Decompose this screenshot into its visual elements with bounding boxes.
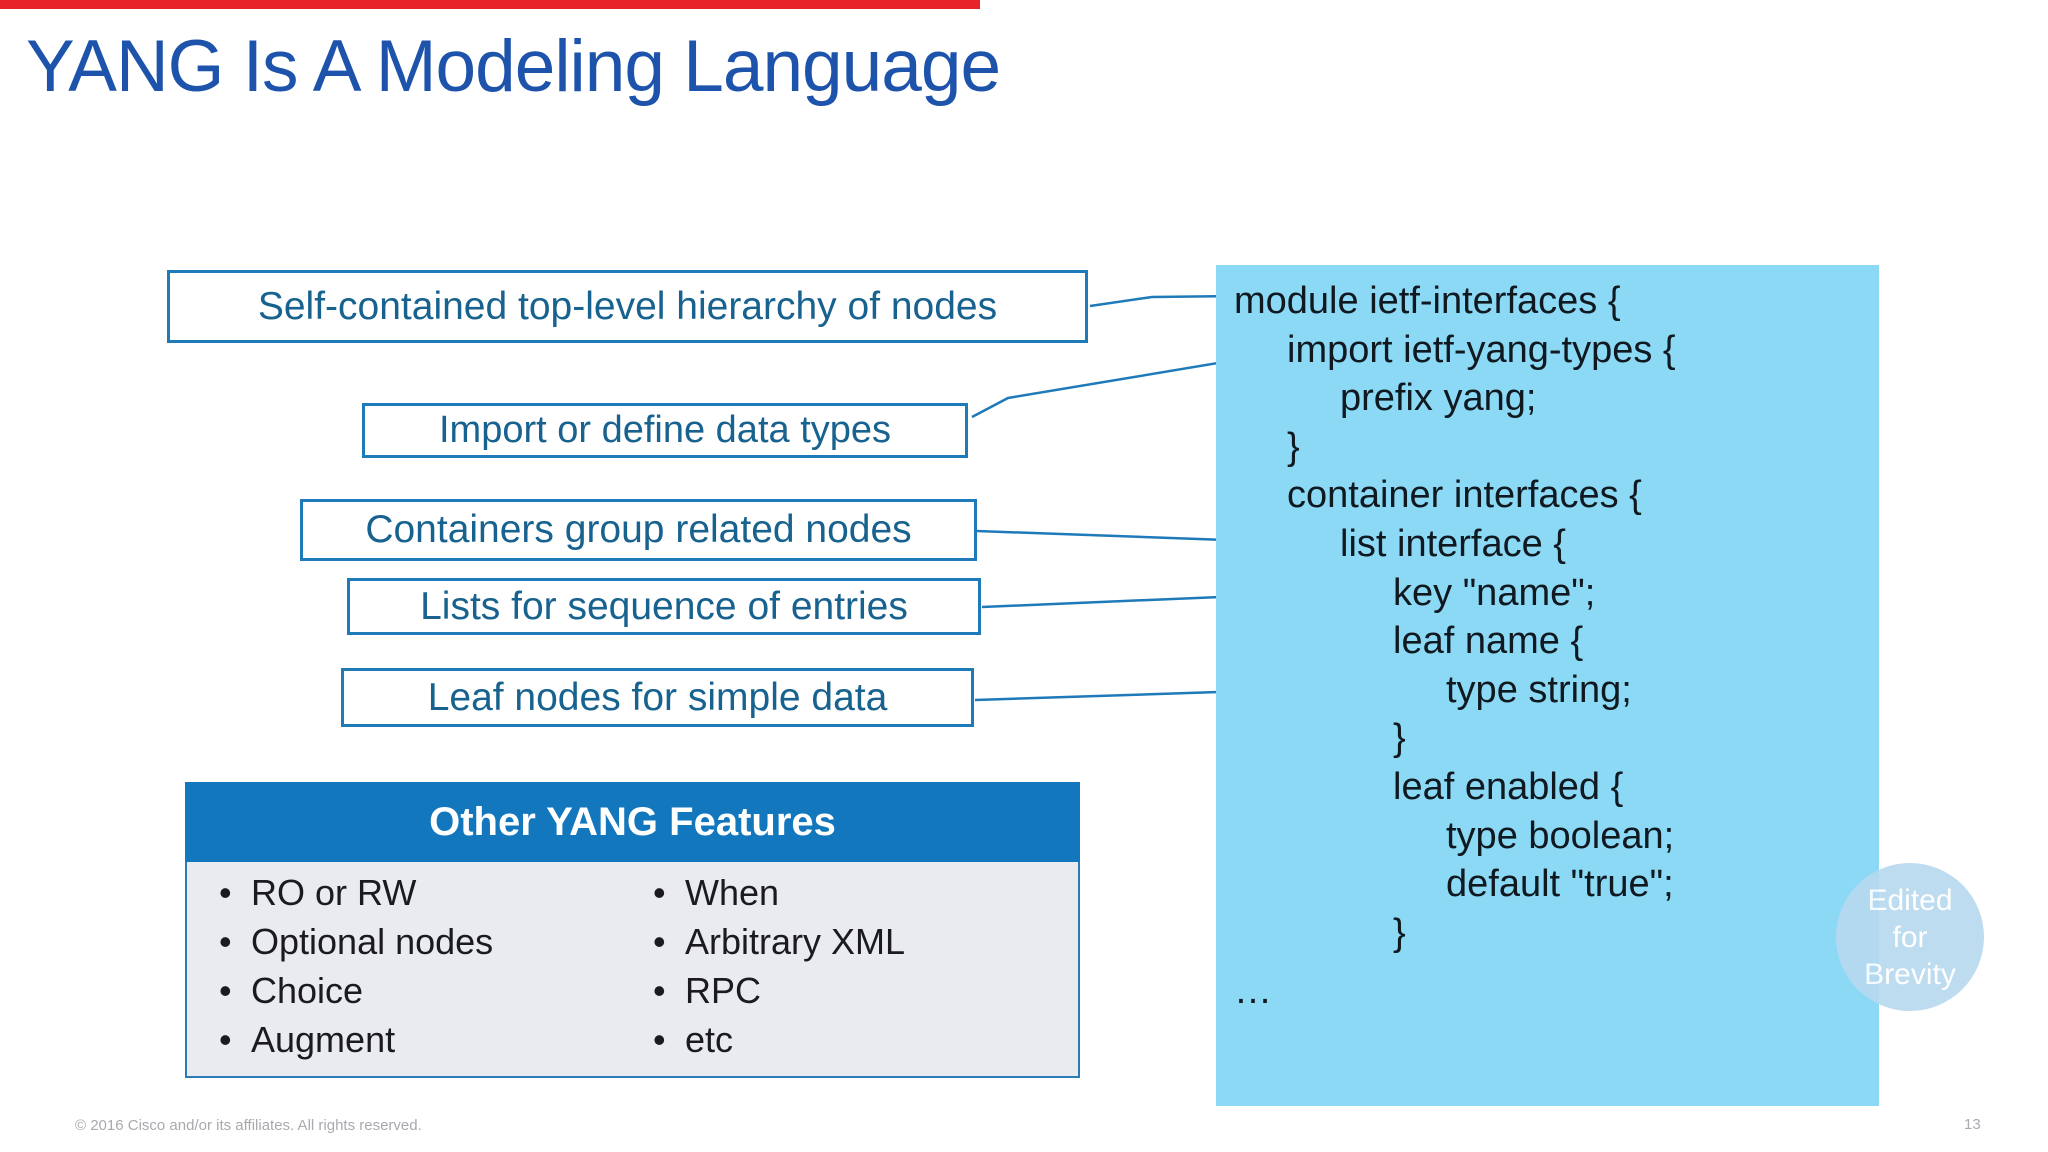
code-line: type string;: [1446, 668, 1632, 711]
code-line: container interfaces {: [1287, 474, 1642, 517]
callout-lists: Lists for sequence of entries: [347, 578, 981, 635]
feature-item: Augment: [215, 1015, 649, 1064]
feature-item: Arbitrary XML: [649, 917, 905, 966]
connector-module: [1089, 294, 1239, 308]
edited-for-brevity-badge: Edited for Brevity: [1836, 863, 1984, 1011]
callout-containers-label: Containers group related nodes: [365, 508, 912, 551]
features-column-right: WhenArbitrary XMLRPCetc: [649, 868, 905, 1076]
slide-title: YANG Is A Modeling Language: [26, 26, 1001, 107]
code-line: key "name";: [1393, 571, 1596, 614]
code-line: …: [1234, 970, 1272, 1013]
yang-code-panel: module ietf-interfaces { import ietf-yang…: [1216, 265, 1879, 1106]
code-line: import ietf-yang-types {: [1287, 328, 1676, 371]
features-column-left: RO or RWOptional nodesChoiceAugment: [215, 868, 649, 1076]
feature-item: etc: [649, 1015, 905, 1064]
features-table-body: RO or RWOptional nodesChoiceAugment When…: [185, 862, 1080, 1078]
badge-line: for: [1892, 920, 1928, 954]
code-line: }: [1287, 425, 1300, 468]
top-accent-bar: [0, 0, 980, 9]
code-line: }: [1393, 717, 1406, 760]
callout-import-label: Import or define data types: [438, 409, 892, 451]
code-line: prefix yang;: [1340, 377, 1537, 420]
feature-item: When: [649, 868, 905, 917]
callout-hierarchy: Self-contained top-level hierarchy of no…: [167, 270, 1088, 343]
code-line: list interface {: [1340, 522, 1566, 565]
code-line: }: [1393, 911, 1406, 954]
features-table-header: Other YANG Features: [185, 782, 1080, 862]
copyright-text: © 2016 Cisco and/or its affiliates. All …: [75, 1117, 422, 1134]
badge-line: Brevity: [1864, 957, 1956, 991]
callout-containers: Containers group related nodes: [300, 499, 977, 561]
feature-item: RO or RW: [215, 868, 649, 917]
feature-item: Choice: [215, 966, 649, 1015]
connector-import: [971, 350, 1285, 419]
code-line: type boolean;: [1446, 814, 1675, 857]
code-block: module ietf-interfaces { import ietf-yang…: [1216, 277, 1879, 1016]
code-line: module ietf-interfaces {: [1234, 280, 1621, 322]
callout-leaf-label: Leaf nodes for simple data: [427, 675, 888, 719]
feature-item: RPC: [649, 966, 905, 1015]
code-line: leaf name {: [1393, 620, 1584, 663]
callout-leaf: Leaf nodes for simple data: [341, 668, 974, 727]
code-line: default "true";: [1446, 863, 1674, 906]
page-number: 13: [1964, 1116, 1981, 1133]
callout-import: Import or define data types: [362, 403, 968, 458]
callout-lists-label: Lists for sequence of entries: [420, 584, 908, 628]
badge-line: Edited: [1867, 883, 1953, 917]
other-yang-features-table: Other YANG Features RO or RWOptional nod…: [185, 782, 1080, 1078]
feature-item: Optional nodes: [215, 917, 649, 966]
code-line: leaf enabled {: [1393, 765, 1624, 808]
callout-hierarchy-label: Self-contained top-level hierarchy of no…: [257, 284, 998, 328]
